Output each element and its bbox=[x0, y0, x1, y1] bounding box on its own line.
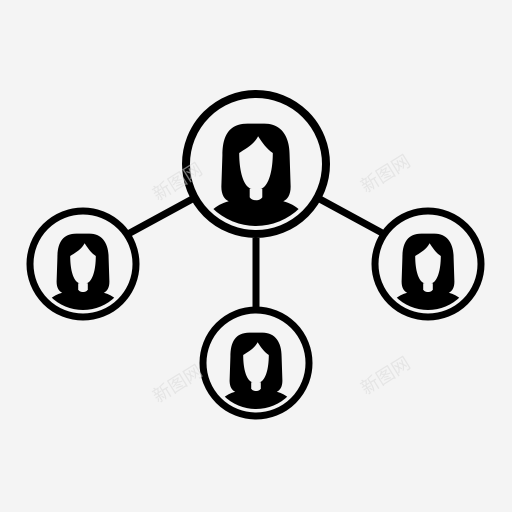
connector-left bbox=[126, 193, 198, 238]
avatar-node-right bbox=[371, 207, 485, 321]
connector-right bbox=[314, 193, 386, 238]
avatar-node-left bbox=[26, 207, 140, 321]
avatar-node-top bbox=[182, 90, 330, 238]
avatar-node-bottom bbox=[199, 306, 313, 420]
